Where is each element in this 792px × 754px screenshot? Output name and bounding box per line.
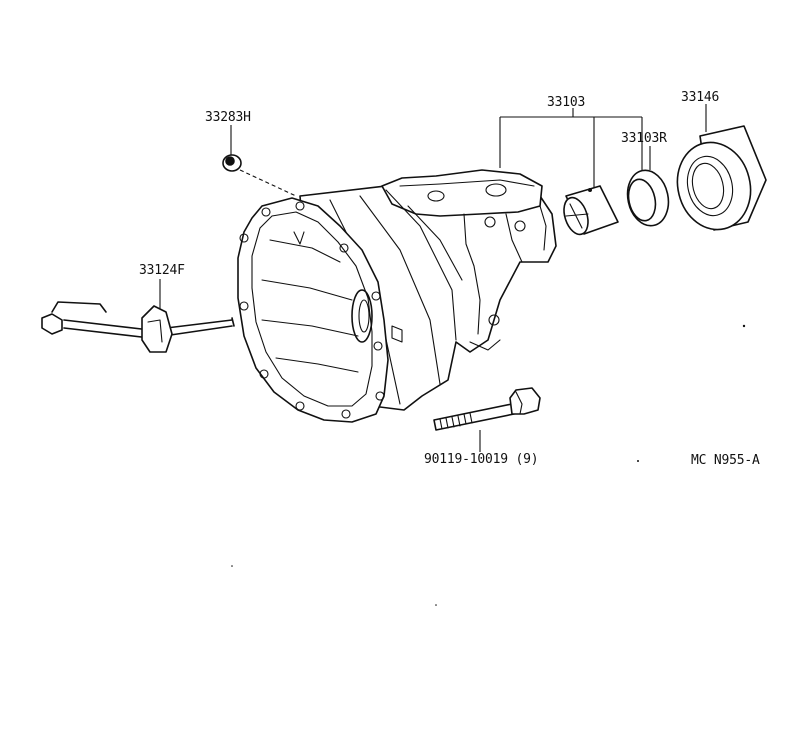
housing-seam [463, 213, 481, 335]
label-seal-ring: 33146 [681, 90, 719, 105]
sleeve-groove [565, 203, 589, 229]
cavity-rib-1 [269, 239, 341, 263]
rear-bolt-hole-2 [514, 220, 526, 232]
plug-center [225, 156, 235, 166]
bolt-head [509, 387, 541, 415]
rear-ring-part [626, 169, 670, 227]
scan-speck [231, 565, 233, 567]
seal-ring-part [676, 125, 767, 231]
flange-hole-1 [261, 207, 271, 217]
seal-outer [676, 141, 752, 231]
bolt-head-facet [515, 391, 523, 415]
cover-boss-2 [485, 183, 507, 197]
label-shift-lever: 33124F [139, 263, 185, 278]
bell-rib-2 [359, 195, 441, 385]
transmission-housing [237, 169, 557, 423]
cover-boss-1 [427, 190, 445, 202]
housing-top-cover [381, 169, 543, 217]
flange-hole-5 [373, 341, 383, 351]
flange-hole-8 [295, 401, 305, 411]
bell-flange-inner [251, 211, 373, 407]
sleeve-mark [588, 188, 592, 192]
flange-hole-11 [239, 233, 249, 243]
ring-inner [627, 178, 657, 222]
cavity-rib-2 [261, 279, 353, 301]
bell-rib-4 [407, 205, 463, 281]
top-cover-edge [399, 179, 535, 187]
scan-speck [435, 604, 437, 606]
bolt-part [433, 387, 541, 431]
shift-fork-detail [147, 319, 163, 343]
shift-lever-part [41, 301, 235, 353]
label-bolt: 90119-10019 (9) [424, 452, 538, 467]
flange-hole-3 [339, 243, 349, 253]
shift-arm [51, 301, 107, 313]
rear-bolt-hole-1 [484, 216, 496, 228]
input-bore-inner [358, 299, 370, 333]
flange-hole-4 [371, 291, 381, 301]
bolt-shank [433, 403, 515, 431]
cavity-rib-4 [275, 357, 359, 373]
dowel-notch [293, 231, 305, 245]
shift-shaft-end [231, 317, 235, 327]
leader-lines [159, 104, 707, 452]
label-case-assembly: 33103 [547, 95, 585, 110]
shift-shaft-head [41, 313, 63, 335]
flange-hole-7 [341, 409, 351, 419]
flange-hole-9 [259, 369, 269, 379]
plug-part [222, 154, 242, 172]
lower-mount [469, 339, 501, 351]
flange-hole-6 [375, 391, 385, 401]
lower-bolt-hole [488, 314, 500, 326]
bell-flange-outer [237, 197, 389, 423]
seal-inner [686, 155, 734, 217]
side-boss [391, 325, 403, 343]
input-bore [351, 289, 373, 343]
flange-hole-2 [295, 201, 305, 211]
cavity-rib-3 [261, 319, 359, 337]
sleeve-bushing-part [563, 185, 619, 236]
scan-speck [637, 460, 639, 462]
housing-rib-rear [505, 213, 523, 263]
bell-rib-3 [385, 189, 457, 341]
leader-plug-dashed [239, 169, 297, 197]
shift-fork [141, 305, 173, 353]
scan-speck [742, 324, 746, 328]
flange-hole-10 [239, 301, 249, 311]
diagram-code: MC N955-A [691, 453, 760, 468]
rear-collar [539, 205, 547, 251]
bolt-thread [439, 412, 473, 430]
label-plug: 33283H [205, 110, 251, 125]
seal-bore [691, 162, 725, 210]
label-rear-bushing: 33103R [621, 131, 667, 146]
